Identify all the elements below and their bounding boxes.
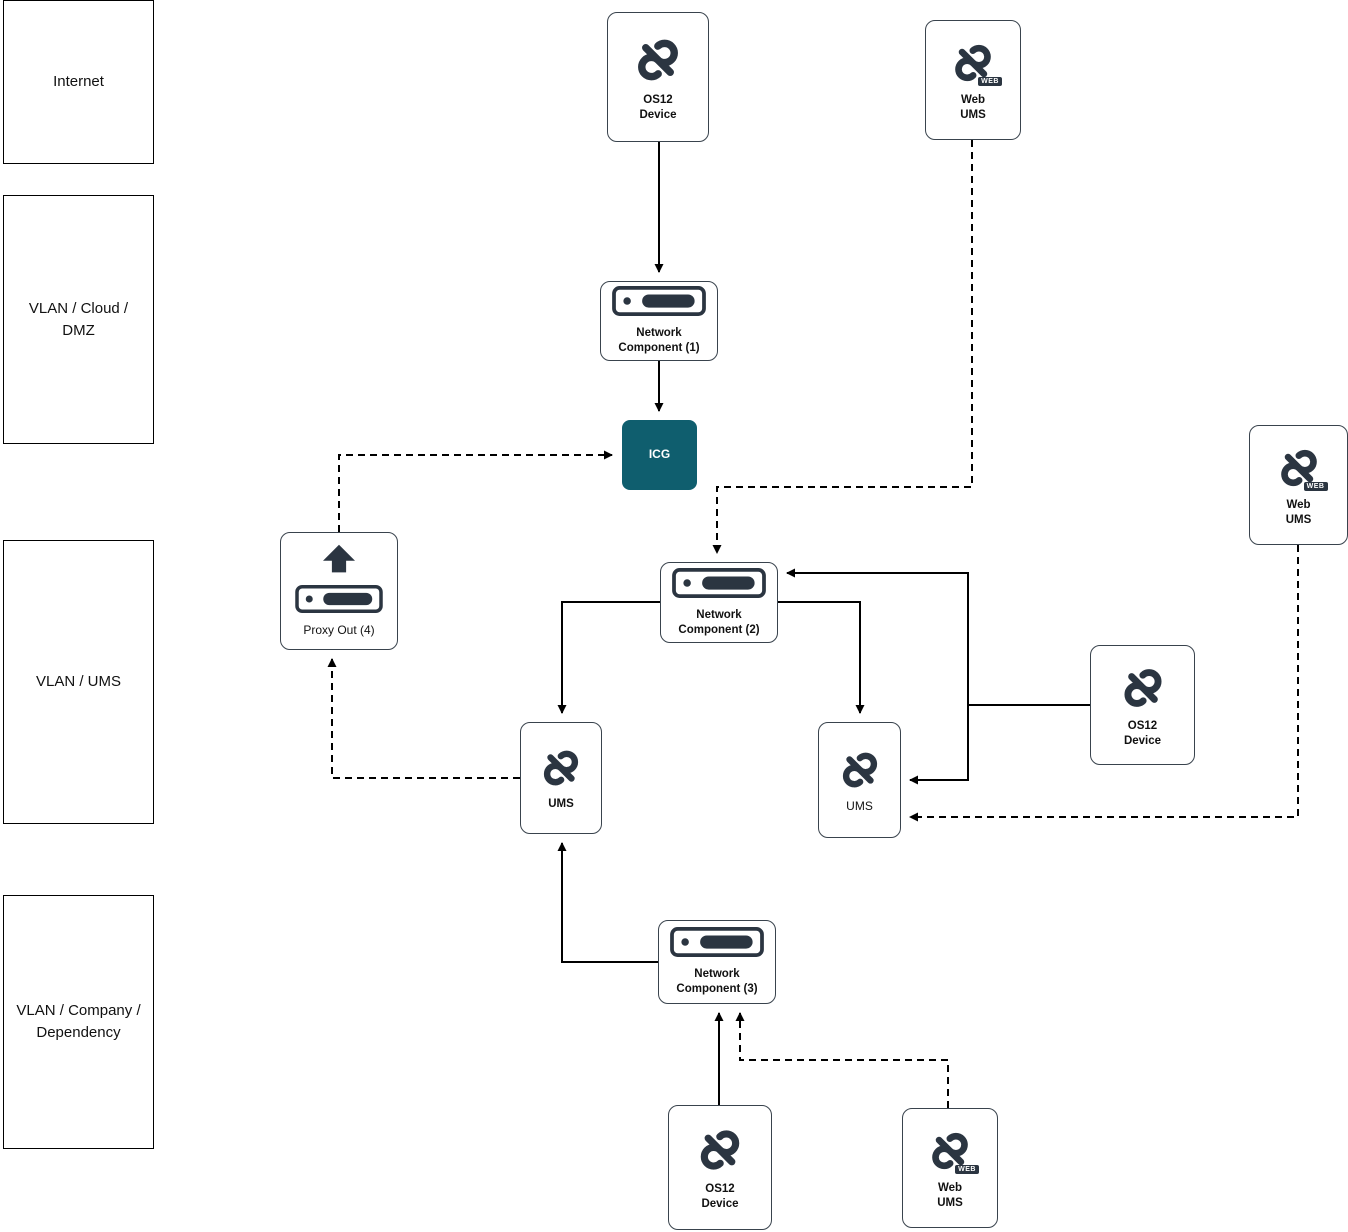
- igel-web-logo-icon: WEB: [948, 38, 1002, 88]
- node-web-ums-bottom[interactable]: WEB Web UMS: [902, 1108, 998, 1228]
- node-label: OS12 Device: [701, 1183, 739, 1210]
- node-proxy-out[interactable]: Proxy Out (4): [280, 532, 398, 650]
- node-ums-right[interactable]: UMS: [818, 722, 901, 838]
- zone-vlan-company-dependency-label: VLAN / Company / Dependency: [16, 1002, 141, 1041]
- node-label: Proxy Out (4): [303, 623, 375, 638]
- igel-logo-icon: [537, 744, 585, 792]
- igel-logo-icon: [693, 1123, 747, 1177]
- node-network-component-3[interactable]: Network Component (3): [658, 920, 776, 1004]
- igel-logo-icon: [630, 32, 686, 88]
- node-label: Network Component (1): [618, 327, 700, 354]
- node-web-ums-top[interactable]: WEB Web UMS: [925, 20, 1021, 140]
- node-os12-device-bottom[interactable]: OS12 Device: [668, 1105, 772, 1230]
- node-label: Web UMS: [937, 1181, 963, 1209]
- node-label: ICG: [648, 447, 671, 462]
- node-label: UMS: [846, 798, 873, 813]
- node-label: Network Component (3): [676, 968, 758, 995]
- zone-vlan-cloud-dmz[interactable]: VLAN / Cloud / DMZ: [3, 195, 154, 444]
- node-ums-left[interactable]: UMS: [520, 722, 602, 834]
- node-label: OS12 Device: [639, 93, 677, 121]
- node-os12-device-right[interactable]: OS12 Device: [1090, 645, 1195, 765]
- network-appliance-icon: [669, 567, 769, 603]
- node-label: Web UMS: [1285, 498, 1312, 526]
- arrow-up-icon: [317, 543, 361, 580]
- zone-vlan-ums[interactable]: VLAN / UMS: [3, 540, 154, 824]
- network-appliance-icon: [667, 927, 767, 962]
- node-label: Network Component (2): [678, 608, 760, 636]
- node-icg[interactable]: ICG: [622, 420, 697, 490]
- edge-nc3-to-umsleft: [557, 842, 658, 963]
- edge-nc2-to-umsleft: [557, 601, 660, 714]
- node-label: Web UMS: [960, 93, 986, 121]
- node-network-component-2[interactable]: Network Component (2): [660, 562, 778, 643]
- network-appliance-icon: [289, 585, 389, 618]
- edge-os12right-to-nc2: [786, 568, 1090, 706]
- zone-vlan-ums-label: VLAN / UMS: [35, 673, 122, 691]
- igel-logo-icon: [836, 746, 884, 794]
- zone-vlan-company-dependency[interactable]: VLAN / Company / Dependency: [3, 895, 154, 1149]
- node-label: UMS: [548, 798, 574, 811]
- edge-webumstop-to-nc2: [712, 140, 973, 554]
- edge-umsleft-to-proxyout: [327, 658, 520, 779]
- web-badge: WEB: [1303, 481, 1328, 491]
- igel-web-logo-icon: WEB: [925, 1126, 979, 1176]
- edge-webumsbottom-to-nc3: [735, 1012, 949, 1108]
- zone-internet-label: Internet: [53, 73, 104, 91]
- web-badge: WEB: [978, 76, 1002, 86]
- edge-proxyout-to-icg: [338, 450, 613, 532]
- node-web-ums-right[interactable]: WEB Web UMS: [1249, 425, 1348, 545]
- zone-internet[interactable]: Internet: [3, 0, 154, 164]
- network-appliance-icon: [609, 286, 709, 321]
- node-label: OS12 Device: [1123, 719, 1162, 747]
- igel-web-logo-icon: WEB: [1274, 443, 1328, 493]
- zone-vlan-cloud-dmz-label: VLAN / Cloud / DMZ: [28, 299, 129, 339]
- edge-os12right-to-umsright: [909, 705, 969, 785]
- edge-nc2-to-umsright: [778, 601, 865, 714]
- igel-logo-icon: [1117, 662, 1169, 714]
- node-network-component-1[interactable]: Network Component (1): [600, 281, 718, 361]
- web-badge: WEB: [955, 1164, 979, 1174]
- node-os12-device-top[interactable]: OS12 Device: [607, 12, 709, 142]
